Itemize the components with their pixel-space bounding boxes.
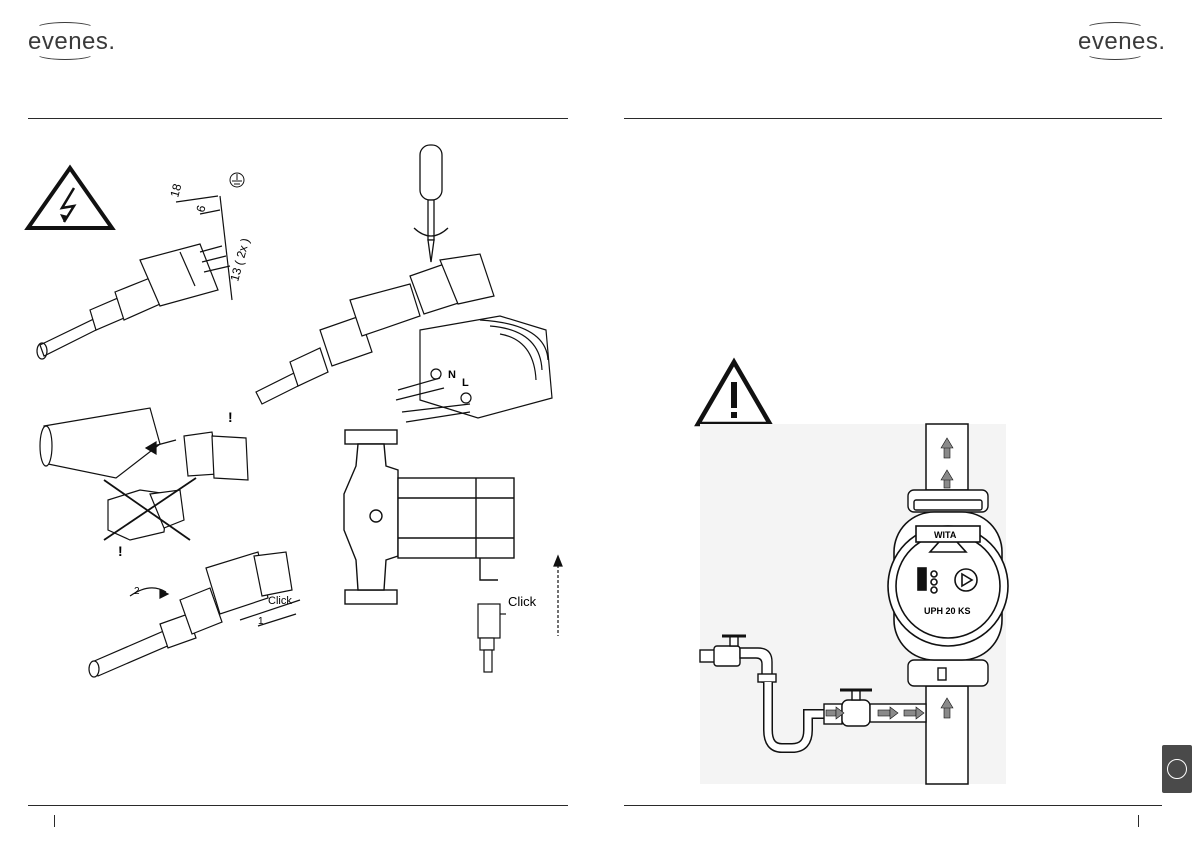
dimension-18-label: 18: [167, 182, 184, 199]
step-1-label: 1: [258, 616, 264, 627]
left-page: evenes. 18 6 13 ( 2x ): [0, 0, 596, 843]
exclamation-mark-1: !: [228, 409, 233, 425]
screwdriver-icon: [414, 145, 448, 262]
wiring-instructions-illustration: 18 6 13 ( 2x ): [0, 0, 596, 843]
terminal-n-label: N: [448, 369, 456, 381]
pump-side-view-drawing: [344, 430, 514, 604]
right-page: evenes.: [596, 0, 1192, 843]
terminal-l-label: L: [462, 377, 469, 389]
final-assembly-drawing: [89, 552, 300, 677]
dimension-6-label: 6: [193, 203, 208, 213]
incorrect-connection-drawing: [104, 478, 196, 540]
click-label-plug: Click: [508, 594, 537, 609]
dimension-13-label: 13 ( 2x ): [227, 237, 252, 283]
general-warning-icon: [698, 362, 770, 424]
electric-hazard-warning-icon: [28, 168, 112, 228]
pump-brand-badge: WITA: [934, 530, 957, 540]
ground-symbol-icon: [230, 173, 244, 187]
step-2-label: 2: [134, 586, 140, 597]
pipe-union-top: [908, 490, 988, 512]
pipe-union-bottom: [908, 660, 988, 686]
language-tab-icon[interactable]: [1162, 745, 1192, 793]
click-label-connector: Click: [268, 595, 292, 607]
plug-click-drawing: [478, 556, 562, 672]
plug-insertion-drawing: [40, 408, 248, 480]
filling-instructions-illustration: WITA UPH 20 KS: [596, 0, 1192, 843]
pump-model-label: UPH 20 KS: [924, 606, 971, 616]
terminal-block-drawing: [396, 316, 552, 422]
exclamation-mark-2: !: [118, 543, 123, 559]
